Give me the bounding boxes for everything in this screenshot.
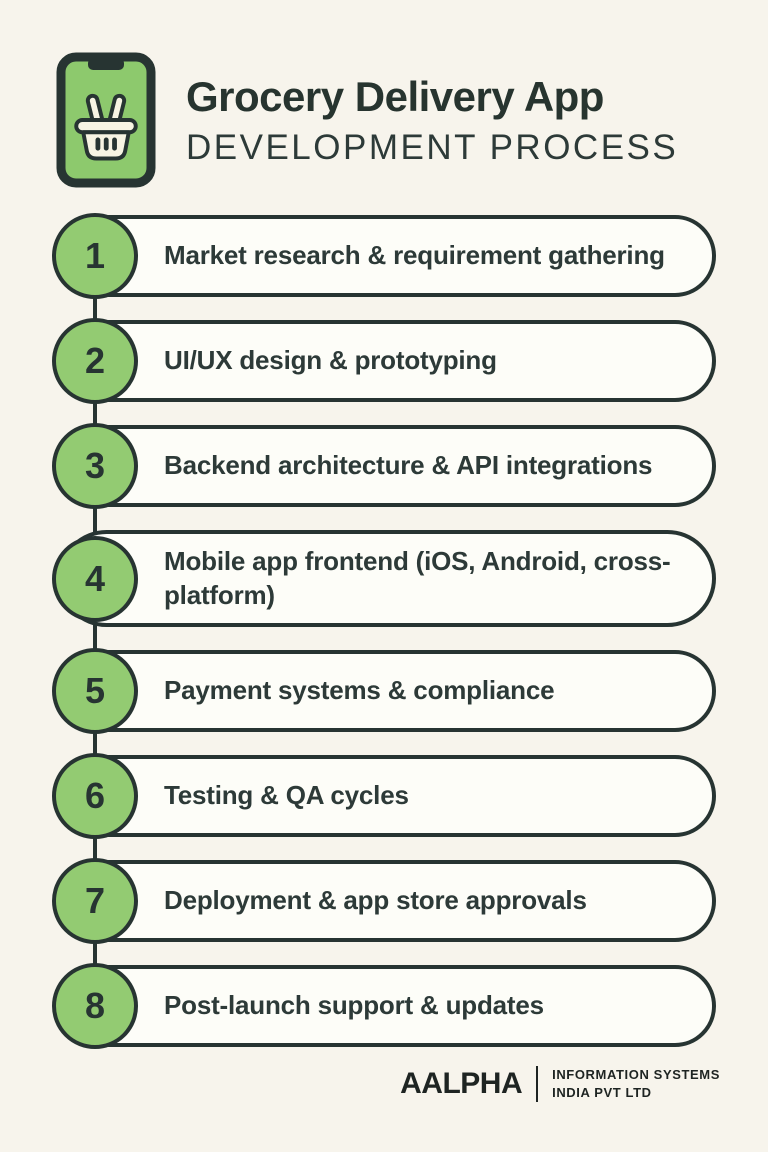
header: Grocery Delivery App DEVELOPMENT PROCESS: [56, 52, 678, 188]
org-name: INFORMATION SYSTEMS INDIA PVT LTD: [552, 1066, 720, 1101]
step-7-pill: Deployment & app store approvals: [58, 860, 716, 942]
step-6-number-badge: 6: [52, 753, 138, 839]
footer-logo: AALPHA INFORMATION SYSTEMS INDIA PVT LTD: [400, 1066, 720, 1102]
step-7-number-badge: 7: [52, 858, 138, 944]
step-5-pill: Payment systems & compliance: [58, 650, 716, 732]
step-5: Payment systems & compliance 5: [0, 648, 768, 734]
step-7: Deployment & app store approvals 7: [0, 858, 768, 944]
brand-name: AALPHA: [400, 1067, 523, 1100]
step-2-pill: UI/UX design & prototyping: [58, 320, 716, 402]
footer-divider: [536, 1066, 539, 1102]
step-8: Post-launch support & updates 8: [0, 963, 768, 1049]
step-5-number-badge: 5: [52, 648, 138, 734]
step-6-label: Testing & QA cycles: [164, 780, 409, 811]
page-subtitle: DEVELOPMENT PROCESS: [186, 127, 679, 167]
step-3: Backend architecture & API integrations …: [0, 423, 768, 509]
step-3-pill: Backend architecture & API integrations: [58, 425, 716, 507]
title-block: Grocery Delivery App DEVELOPMENT PROCESS: [186, 73, 678, 168]
step-1-label: Market research & requirement gathering: [164, 240, 665, 271]
step-1: Market research & requirement gathering …: [0, 213, 768, 299]
step-5-label: Payment systems & compliance: [164, 675, 555, 706]
step-8-pill: Post-launch support & updates: [58, 965, 716, 1047]
step-3-number-badge: 3: [52, 423, 138, 509]
step-4-number-badge: 4: [52, 535, 138, 622]
step-4: Mobile app frontend (iOS, Android, cross…: [0, 530, 768, 627]
org-line-1: INFORMATION SYSTEMS: [552, 1067, 720, 1083]
step-6-pill: Testing & QA cycles: [58, 755, 716, 837]
step-1-number-badge: 1: [52, 213, 138, 299]
step-8-label: Post-launch support & updates: [164, 990, 544, 1021]
process-steps: Market research & requirement gathering …: [0, 213, 768, 1070]
step-7-label: Deployment & app store approvals: [164, 885, 587, 916]
page-title: Grocery Delivery App: [186, 72, 604, 120]
step-4-pill: Mobile app frontend (iOS, Android, cross…: [58, 530, 716, 627]
step-1-pill: Market research & requirement gathering: [58, 215, 716, 297]
step-4-label: Mobile app frontend (iOS, Android, cross…: [164, 545, 671, 610]
org-line-2: INDIA PVT LTD: [552, 1085, 652, 1100]
timeline-connector-line: [93, 256, 97, 1006]
step-8-number-badge: 8: [52, 963, 138, 1049]
step-2: UI/UX design & prototyping 2: [0, 318, 768, 404]
step-6: Testing & QA cycles 6: [0, 753, 768, 839]
step-2-label: UI/UX design & prototyping: [164, 345, 497, 376]
step-3-label: Backend architecture & API integrations: [164, 450, 653, 481]
grocery-phone-basket-icon: [56, 52, 156, 188]
step-2-number-badge: 2: [52, 318, 138, 404]
